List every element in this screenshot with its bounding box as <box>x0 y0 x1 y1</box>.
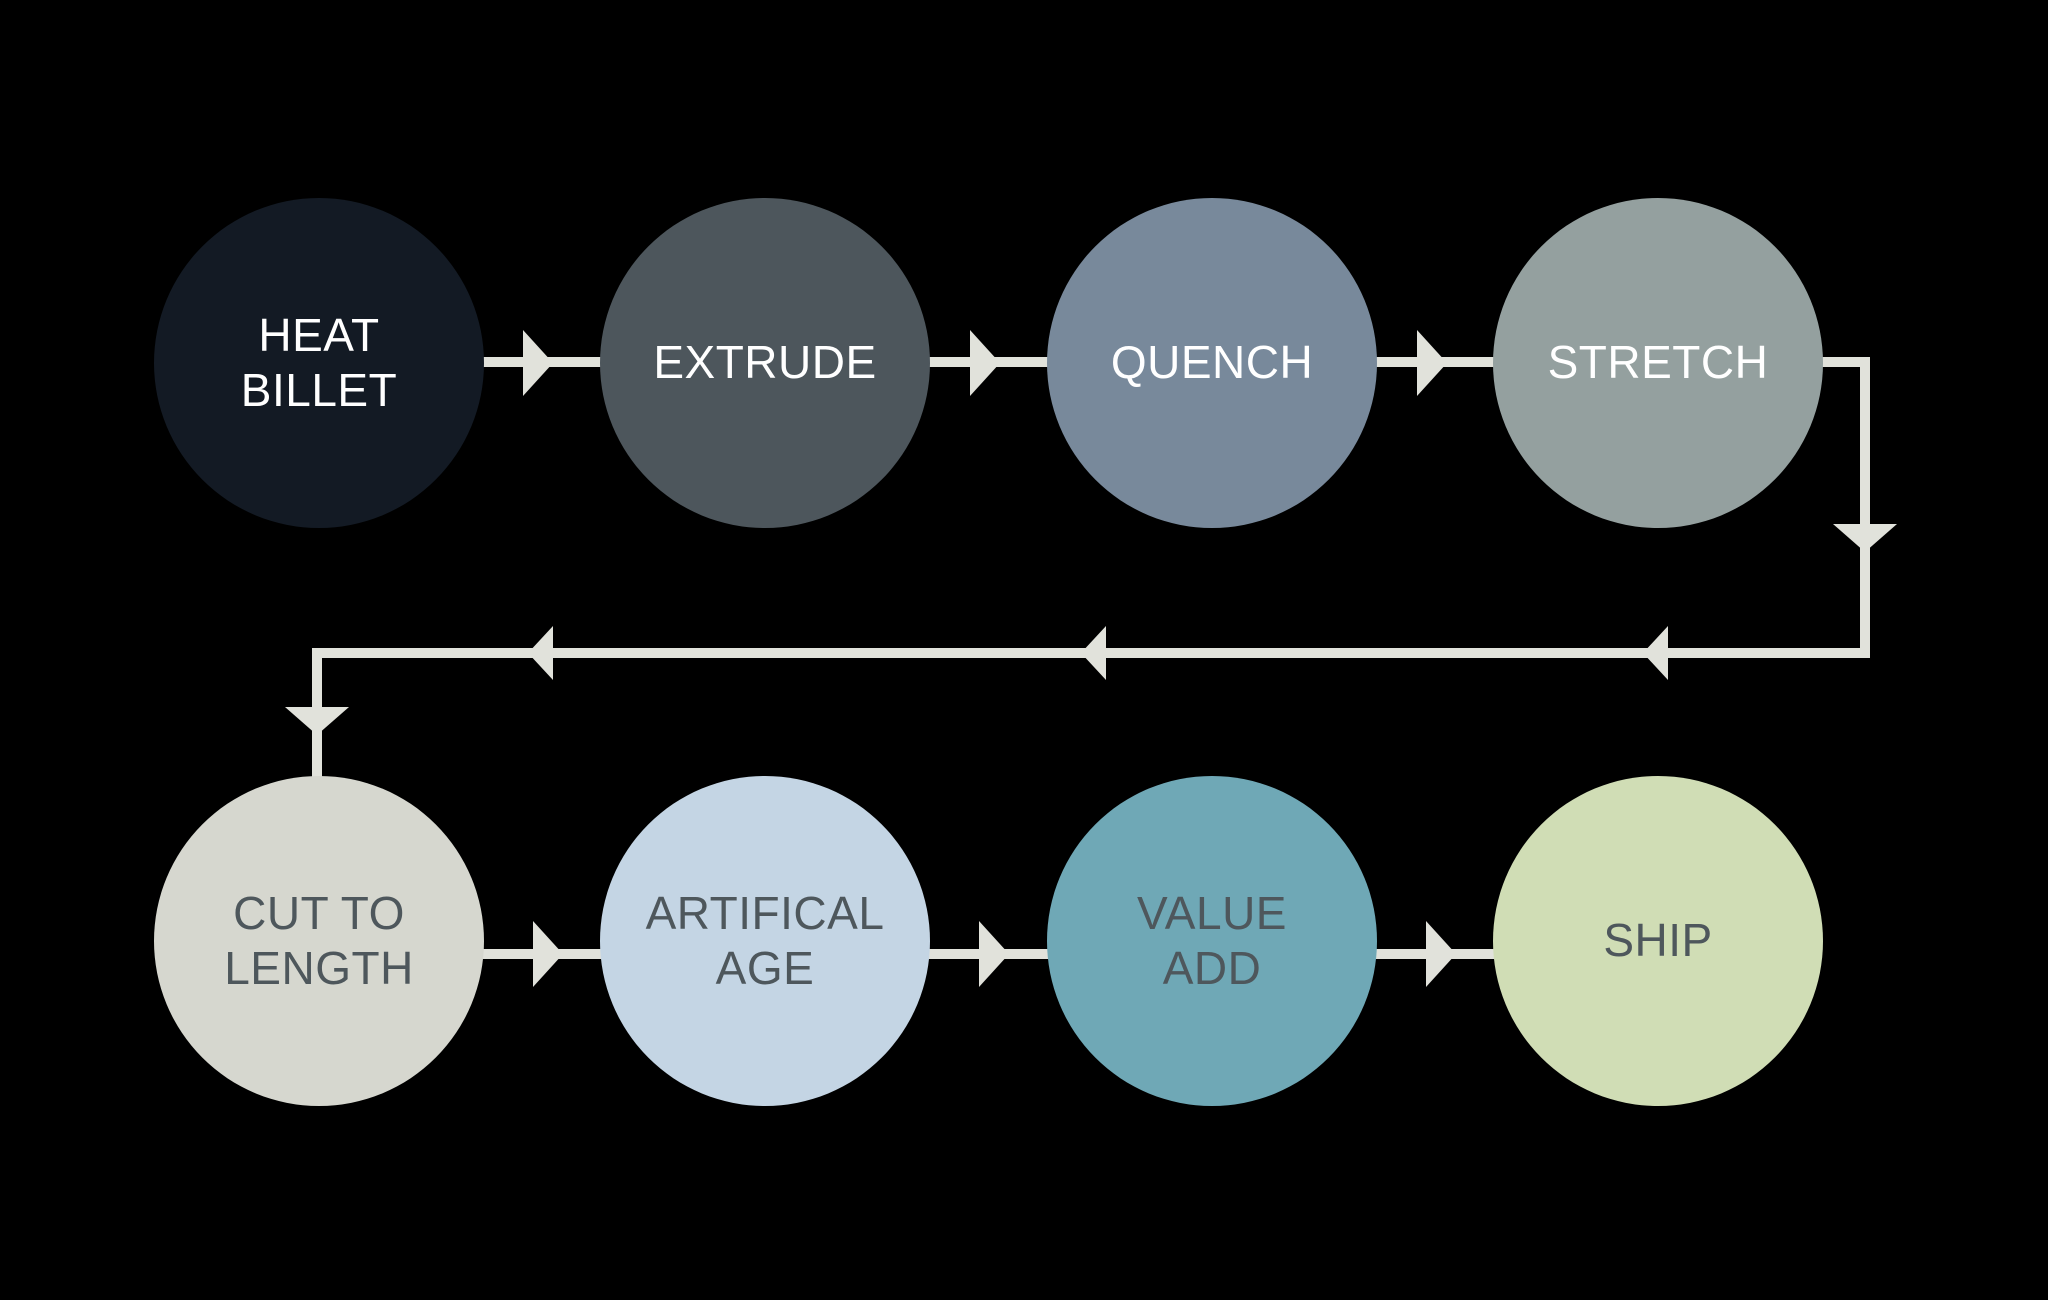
node-stretch: STRETCH <box>1493 198 1823 528</box>
arrowhead-down-icon <box>285 707 349 735</box>
arrowhead-right-icon <box>1426 921 1456 987</box>
node-extrude: EXTRUDE <box>600 198 930 528</box>
return-connector-right-vertical-segment <box>1860 357 1870 658</box>
arrowhead-right-icon <box>1417 330 1447 396</box>
arrowhead-right-icon <box>979 921 1009 987</box>
arrowhead-left-icon <box>1643 626 1668 680</box>
arrowhead-down-icon <box>1833 524 1897 552</box>
node-label: SHIP <box>1603 914 1713 967</box>
node-label: EXTRUDE <box>653 336 877 389</box>
arrowhead-left-icon <box>1081 626 1106 680</box>
return-connector-top-segment <box>1820 357 1870 367</box>
node-label: STRETCH <box>1547 336 1769 389</box>
arrowhead-right-icon <box>533 921 563 987</box>
node-cut-to-length: CUT TO LENGTH <box>154 776 484 1106</box>
node-heat-billet: HEAT BILLET <box>154 198 484 528</box>
arrowhead-right-icon <box>970 330 1000 396</box>
arrowhead-left-icon <box>528 626 553 680</box>
node-label: ARTIFICAL AGE <box>645 886 885 994</box>
node-ship: SHIP <box>1493 776 1823 1106</box>
node-label: QUENCH <box>1110 336 1314 389</box>
node-label: CUT TO LENGTH <box>224 886 414 994</box>
node-artifical-age: ARTIFICAL AGE <box>600 776 930 1106</box>
arrowhead-right-icon <box>523 330 553 396</box>
node-quench: QUENCH <box>1047 198 1377 528</box>
node-label: VALUE ADD <box>1137 886 1287 994</box>
node-label: HEAT BILLET <box>240 308 398 416</box>
node-value-add: VALUE ADD <box>1047 776 1377 1106</box>
